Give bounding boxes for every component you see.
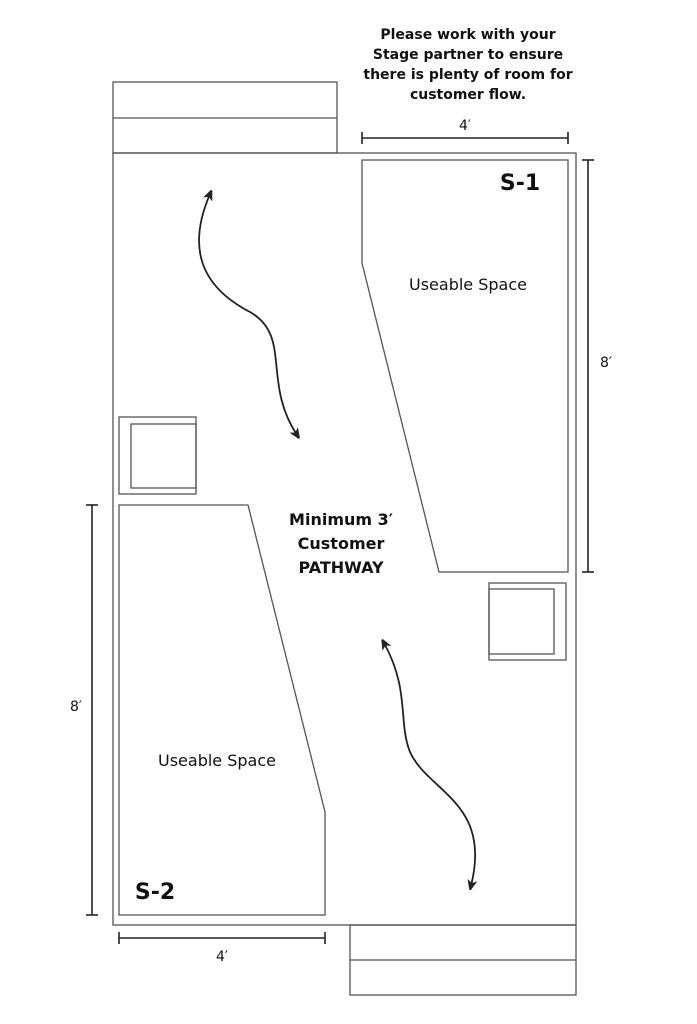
flow-arrow-icon bbox=[198, 194, 297, 435]
dimension-s1-width: 4′ bbox=[361, 118, 569, 144]
stage-s1-area bbox=[361, 159, 569, 573]
pathway-line: Customer bbox=[298, 534, 385, 553]
note-line: Stage partner to ensure bbox=[373, 47, 563, 63]
stage-s2-area bbox=[118, 504, 326, 916]
stage-s2-area-label: Useable Space bbox=[158, 751, 276, 770]
note-text: Please work with your Stage partner to e… bbox=[363, 27, 572, 103]
note-line: customer flow. bbox=[410, 87, 526, 103]
chair-left bbox=[118, 416, 197, 495]
note-line: there is plenty of room for bbox=[363, 67, 572, 83]
dimension-s2-depth: 8′ bbox=[70, 504, 98, 916]
stage-s1-area-label: Useable Space bbox=[409, 275, 527, 294]
dimension-s1-depth: 8′ bbox=[582, 159, 612, 573]
dimension-label: 4′ bbox=[216, 949, 228, 965]
dimension-label: 4′ bbox=[459, 118, 471, 134]
dimension-s2-width: 4′ bbox=[118, 932, 326, 965]
dimension-label: 8′ bbox=[70, 699, 82, 715]
flow-arrow-icon bbox=[384, 643, 475, 886]
booth-outline bbox=[112, 152, 577, 926]
note-line: Please work with your bbox=[380, 27, 555, 43]
pathway-line: PATHWAY bbox=[298, 558, 383, 577]
dimension-label: 8′ bbox=[600, 355, 612, 371]
bottom-table bbox=[349, 924, 577, 996]
pathway-label: Minimum 3′ Customer PATHWAY bbox=[289, 510, 393, 577]
stage-s1-label: S-1 bbox=[500, 171, 540, 196]
stage-s2-label: S-2 bbox=[135, 880, 175, 905]
chair-right bbox=[488, 582, 567, 661]
top-table bbox=[112, 81, 338, 154]
pathway-line: Minimum 3′ bbox=[289, 510, 393, 529]
